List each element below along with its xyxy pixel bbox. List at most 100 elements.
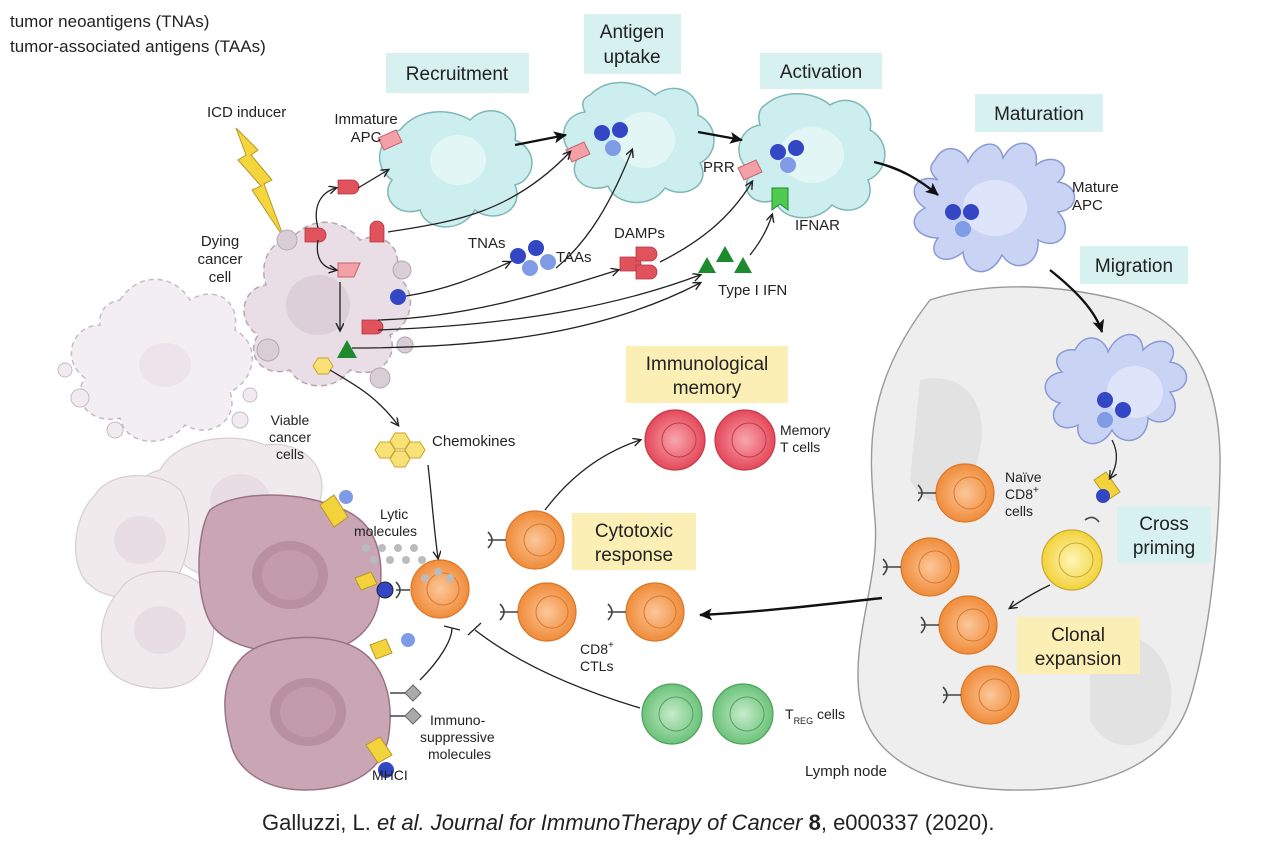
stage-antigen-uptake: Antigen uptake xyxy=(584,14,681,74)
chemokine-icon xyxy=(312,357,334,375)
immunosuppressive-icons xyxy=(404,684,422,725)
type-i-ifn-icons xyxy=(698,246,752,273)
label-type-i-ifn: Type I IFN xyxy=(718,282,787,299)
label-lytic-1: Lytic xyxy=(380,506,408,522)
bold-arrows xyxy=(514,130,1105,621)
memory-t-cells xyxy=(644,409,776,471)
stage-migration: Migration xyxy=(1080,246,1188,284)
naive-cd8-cells xyxy=(900,463,1020,725)
apc-nucleus xyxy=(615,112,675,168)
immunosuppressive-stems xyxy=(390,692,405,717)
svg-text:Migration: Migration xyxy=(1095,256,1173,277)
ifnar-icon xyxy=(771,187,789,211)
label-naive-2: CD8+ xyxy=(1005,485,1039,502)
antigen-icon xyxy=(605,140,621,156)
antigen-icon xyxy=(955,221,971,237)
svg-text:memory: memory xyxy=(673,378,742,399)
lytic-molecule-dots xyxy=(362,544,426,564)
antigen-icon xyxy=(390,289,406,305)
lightning-icon xyxy=(235,127,285,239)
antigen-icon xyxy=(780,157,796,173)
antigen-icon xyxy=(1115,402,1131,418)
label-immuno-3: molecules xyxy=(428,746,491,762)
stage-recruitment: Recruitment xyxy=(386,53,529,93)
antigen-icon xyxy=(1097,392,1113,408)
svg-text:priming: priming xyxy=(1133,538,1195,559)
apc-nucleus xyxy=(430,135,486,185)
label-lytic-2: molecules xyxy=(354,523,417,539)
svg-text:Cytotoxic: Cytotoxic xyxy=(595,521,673,542)
label-icd-inducer: ICD inducer xyxy=(207,104,286,121)
label-immuno-2: suppressive xyxy=(420,729,495,745)
label-viable-1: Viable xyxy=(271,412,310,428)
svg-text:Immunological: Immunological xyxy=(646,354,769,375)
antigen-icon xyxy=(945,204,961,220)
stage-activation: Activation xyxy=(760,53,882,89)
dead-cell-nucleus xyxy=(139,343,191,387)
stage-cross-priming: Cross priming xyxy=(1117,506,1211,563)
antigen-icon xyxy=(770,144,786,160)
label-mhci: MHCI xyxy=(372,767,408,783)
label-naive-3: cells xyxy=(1005,503,1033,519)
tcr-icons xyxy=(882,484,961,704)
treg-cells xyxy=(641,683,774,745)
antigen-icon xyxy=(1096,489,1110,503)
label-cd8-ctls-2: CTLs xyxy=(580,658,613,674)
stage-immunological-memory: Immunological memory xyxy=(626,346,788,403)
label-chemokines: Chemokines xyxy=(432,433,515,450)
legend-tnas: tumor neoantigens (TNAs) xyxy=(10,12,209,31)
apc-nucleus xyxy=(963,180,1027,236)
antigen-icon xyxy=(612,122,628,138)
svg-text:expansion: expansion xyxy=(1035,649,1122,670)
svg-text:Activation: Activation xyxy=(780,62,862,83)
tcr-icon xyxy=(395,581,410,599)
citation: Galluzzi, L. et al. Journal for ImmunoTh… xyxy=(262,810,995,835)
granule-dots xyxy=(421,568,454,582)
label-ifnar: IFNAR xyxy=(795,217,840,234)
label-treg: TREG cells xyxy=(785,706,845,726)
label-memory-t-2: T cells xyxy=(780,439,820,455)
label-lymph-node: Lymph node xyxy=(805,763,887,780)
apc-nucleus xyxy=(780,127,844,183)
stage-clonal-expansion: Clonal expansion xyxy=(1017,617,1140,674)
label-cd8-ctls-1: CD8+ xyxy=(580,640,614,657)
label-tnas: TNAs xyxy=(468,235,506,252)
stage-maturation: Maturation xyxy=(975,94,1103,132)
svg-text:Maturation: Maturation xyxy=(994,104,1084,125)
primed-t-cell xyxy=(1041,529,1103,591)
svg-text:uptake: uptake xyxy=(603,47,660,68)
label-viable-3: cells xyxy=(276,446,304,462)
antigen-icon xyxy=(963,204,979,220)
damp-icons xyxy=(304,179,658,335)
svg-text:Recruitment: Recruitment xyxy=(406,64,509,85)
chemokine-icons xyxy=(374,432,426,468)
label-dying-2: cancer xyxy=(197,251,242,268)
label-memory-t-1: Memory xyxy=(780,422,831,438)
label-mature-apc-1: Mature xyxy=(1072,179,1119,196)
label-prr: PRR xyxy=(703,159,735,176)
label-dying-1: Dying xyxy=(201,233,239,250)
prr-icon xyxy=(737,159,763,181)
antigen-icon xyxy=(788,140,804,156)
legend-taas: tumor-associated antigens (TAAs) xyxy=(10,37,266,56)
ctl-nucleus xyxy=(426,572,460,606)
svg-text:Antigen: Antigen xyxy=(600,22,664,43)
dying-cell-nucleus xyxy=(286,275,350,335)
stage-cytotoxic-response: Cytotoxic response xyxy=(572,513,696,570)
ifn-icon xyxy=(337,340,357,358)
label-immature-apc-2: APC xyxy=(351,129,382,146)
label-damps: DAMPs xyxy=(614,225,665,242)
apoptotic-bodies xyxy=(57,362,258,439)
prr-icon xyxy=(377,129,403,151)
label-immature-apc-1: Immature xyxy=(334,111,397,128)
tcr-icon xyxy=(1084,516,1100,523)
tcr-icons xyxy=(487,531,626,621)
mhc-i-icons xyxy=(319,490,415,778)
svg-text:response: response xyxy=(595,545,673,566)
thin-arrows xyxy=(315,150,1118,608)
primed-t-cell-nucleus xyxy=(1058,542,1094,578)
antigen-icon xyxy=(1097,412,1113,428)
label-mature-apc-2: APC xyxy=(1072,197,1103,214)
antigens-cluster xyxy=(510,240,556,276)
